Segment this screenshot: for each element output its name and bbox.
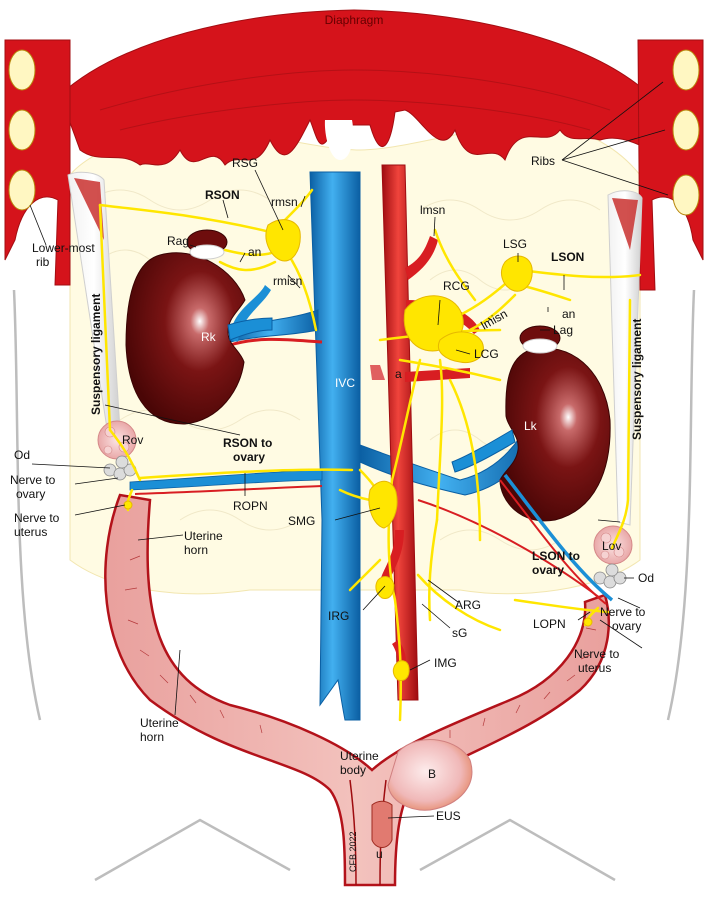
leader-lines [29,81,669,819]
rib-cross-section [672,174,700,216]
label-lopn: LOPN [533,617,566,631]
label-rcg: RCG [443,279,470,293]
label-lk: Lk [524,419,538,433]
rsg-ganglion [265,219,301,262]
right-adrenal-gland [186,229,228,260]
rson-to-ovary-nerve [108,428,142,482]
ganglia [123,219,593,681]
label-rson: RSON [205,188,240,202]
left-suspensory-ligament [607,190,643,526]
lsg-ganglion [501,255,533,292]
label-smg: SMG [288,514,315,528]
label-rsg: RSG [232,156,258,170]
label-a: a [395,367,402,381]
irg-ganglion [375,576,395,599]
label-b: B [428,767,436,781]
label-rov: Rov [122,433,143,447]
rib-cross-section [8,109,36,151]
label-an-left: an [562,307,575,321]
label-rag: Rag [167,234,189,248]
label-od-right: Od [14,448,30,462]
label-eus: EUS [436,809,461,823]
lopn-nerve [513,598,610,614]
label-an-right: an [248,245,261,259]
left-adrenal-gland [519,325,561,354]
img-ganglion [392,660,410,681]
label-rmsn: rmsn [271,195,298,209]
label-rk: Rk [201,330,217,344]
uterine-vessels [124,555,597,738]
left-intercostal [637,39,704,291]
smg-ganglion [368,480,398,529]
label-diaphragm: Diaphragm [325,13,384,27]
label-sg: sG [452,626,467,640]
label-irg: IRG [328,609,349,623]
label-u: u [376,847,383,861]
label-lmsn: lmsn [420,203,445,217]
lmsn-nerve [433,228,477,302]
diaphragm-muscle [59,9,651,166]
right-kidney [125,252,273,425]
right-oviduct [103,455,137,481]
left-uterine-nerve-node [583,617,593,627]
label-ropn: ROPN [233,499,268,513]
central-tendon [324,120,354,160]
rson-nerve [98,203,272,234]
uterus [104,493,610,887]
right-uterine-nerve-node [123,500,133,510]
label-suspensory-ligament-left: Suspensory ligament [630,319,644,440]
label-lcg: LCG [474,347,499,361]
label-lov: Lov [602,539,621,553]
ropn-nerve [138,468,354,480]
rib-cross-section [672,109,700,151]
urethra [371,800,393,848]
body-outline [12,289,696,882]
lcg-ganglion [438,331,484,364]
label-ivc: IVC [335,376,355,390]
lson-to-ovary-nerve [610,298,632,550]
label-lson-to-ovary: LSON to ovary [532,549,583,577]
label-suspensory-ligament-right: Suspensory ligament [89,294,103,415]
label-rson-to-ovary: RSON to ovary [223,436,276,464]
bladder [387,739,473,811]
lower-most-rib-cross-section [8,169,36,211]
label-lsg: LSG [503,237,527,251]
label-lson: LSON [551,250,584,264]
label-rmisn: rmisn [273,274,302,288]
label-img: IMG [434,656,457,670]
label-lag: Lag [553,323,573,337]
right-intercostal [4,39,71,286]
label-od-left: Od [638,571,654,585]
artist-signature: CFB 2022 [348,831,358,872]
rib-cross-section [8,49,36,91]
rib-cross-section [672,49,700,91]
label-arg: ARG [455,598,481,612]
left-kidney [451,347,611,522]
lmisn-nerve [468,293,517,332]
left-oviduct [593,563,627,589]
label-ribs: Ribs [531,154,555,168]
